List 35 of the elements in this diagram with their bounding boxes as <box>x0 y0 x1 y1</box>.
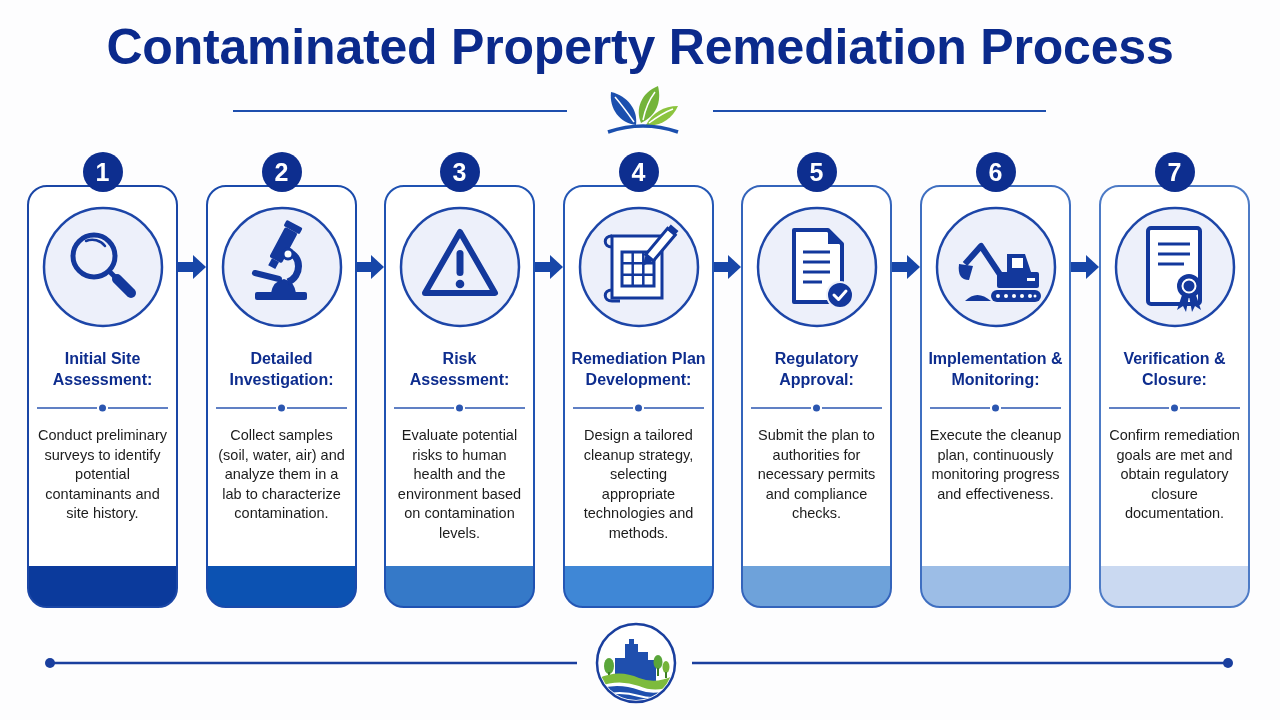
step-heading: Detailed Investigation: <box>228 349 335 390</box>
step-number: 6 <box>975 152 1016 192</box>
step-description: Confirm remediation goals are met and obtain regulatory closure documentation. <box>1108 426 1241 523</box>
step-description: Design a tailored cleanup strategy, selecting appropriate technologies and methods. <box>582 426 695 543</box>
step-card <box>27 185 178 608</box>
step-description: Conduct preliminary surveys to identify potential contaminants and site history. <box>37 426 168 523</box>
step-heading: Implementation & Monitoring: <box>927 349 1064 390</box>
arrow <box>714 255 741 279</box>
step-description: Submit the plan to authorities for necessary permits and compliance checks. <box>756 426 877 523</box>
arrow <box>892 255 920 279</box>
step-card <box>741 185 892 608</box>
step-description: Collect samples (soil, water, air) and analyze them in a lab to characterize contamination. <box>217 426 346 523</box>
step-card <box>1099 185 1250 608</box>
step-number: 3 <box>439 152 480 192</box>
arrow <box>535 255 563 279</box>
step-number: 7 <box>1154 152 1195 192</box>
step-number: 5 <box>796 152 837 192</box>
arrow <box>1071 255 1099 279</box>
arrow <box>357 255 384 279</box>
step-heading: Risk Assessment: <box>408 349 511 390</box>
step-number: 2 <box>261 152 302 192</box>
step-description: Execute the cleanup plan, continuously monitoring progress and effectiveness. <box>929 426 1062 504</box>
step-number: 4 <box>618 152 659 192</box>
step-description: Evaluate potential risks to human health and the environment based on contamination levels. <box>396 426 523 543</box>
step-card <box>563 185 714 608</box>
diagram-title: Contaminated Property Remediation Process <box>106 18 1174 76</box>
step-card <box>920 185 1071 608</box>
arrow <box>178 255 206 279</box>
step-heading: Regulatory Approval: <box>773 349 860 390</box>
step-card <box>206 185 357 608</box>
step-heading: Verification & Closure: <box>1122 349 1227 390</box>
step-number: 1 <box>82 152 123 192</box>
step-card <box>384 185 535 608</box>
step-heading: Remediation Plan Development: <box>570 349 707 390</box>
step-heading: Initial Site Assessment: <box>51 349 154 390</box>
